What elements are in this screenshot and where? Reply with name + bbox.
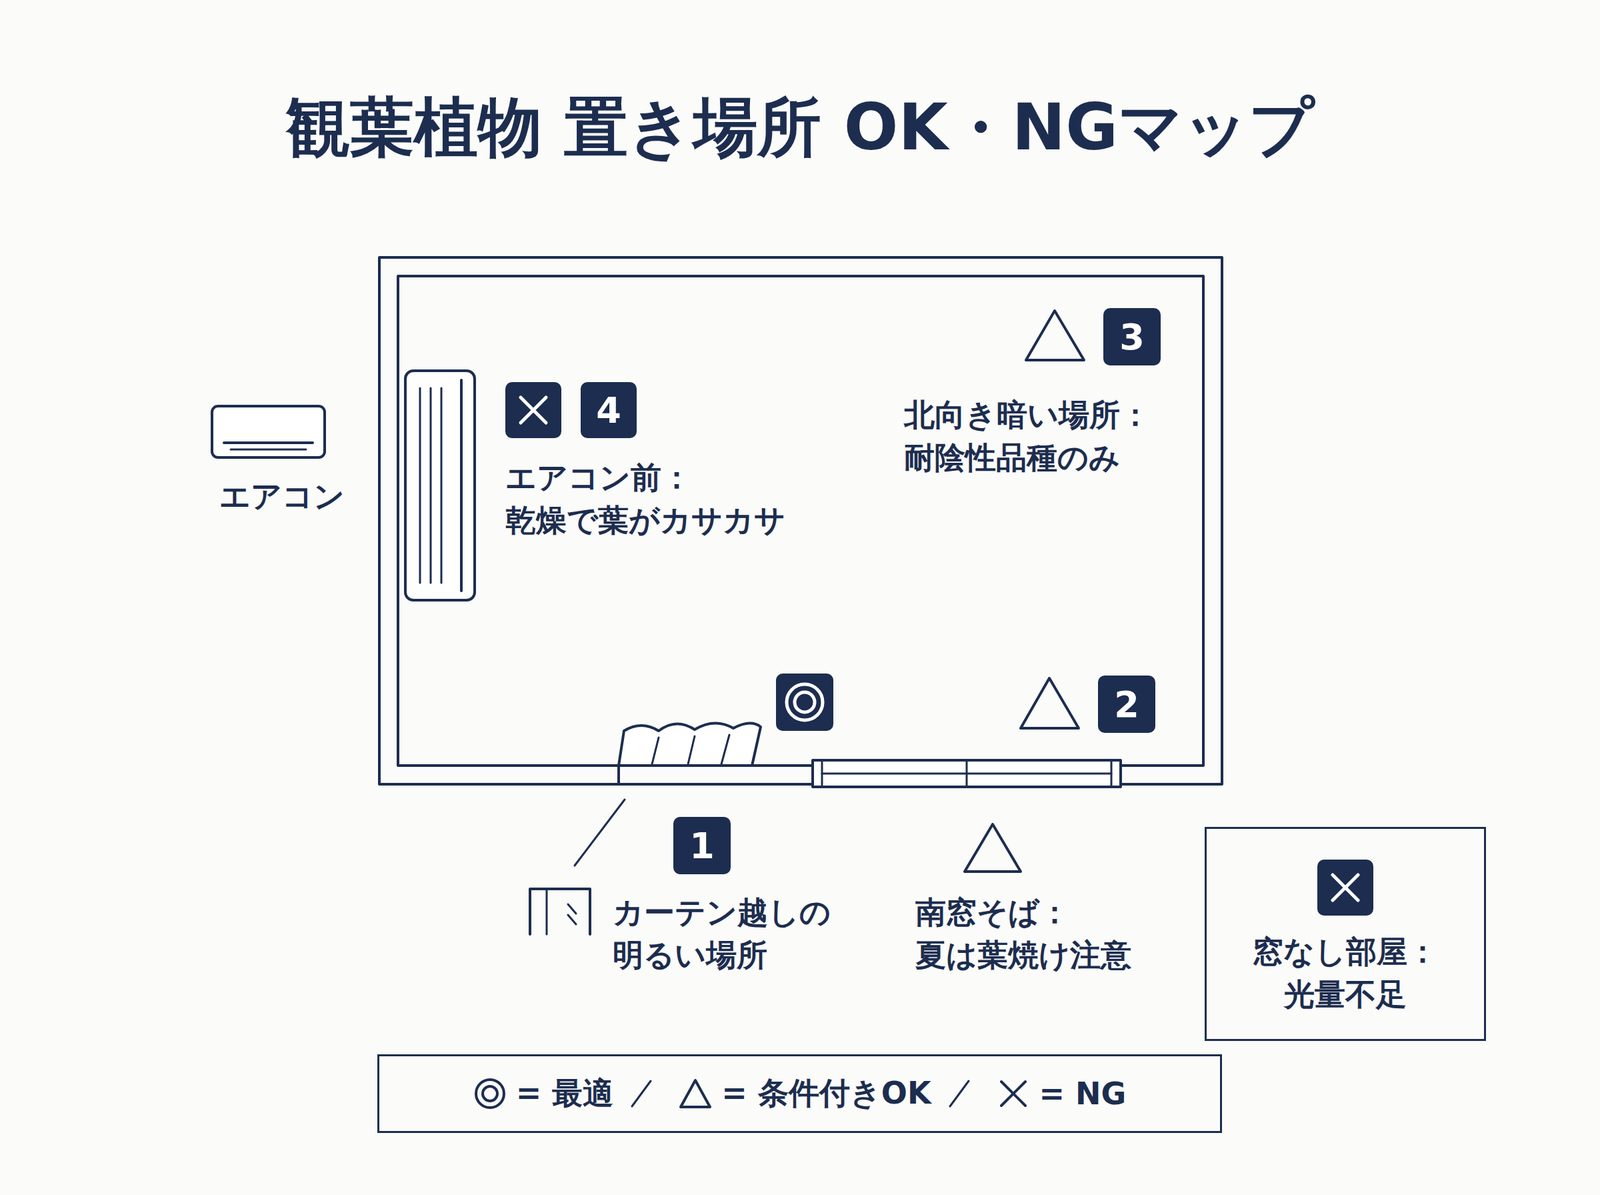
conditional-mark — [1020, 678, 1079, 728]
legend-separator — [946, 1076, 973, 1110]
title: 観葉植物 置き場所 OK・NGマップ — [0, 85, 1600, 172]
ng-mark — [1317, 859, 1374, 916]
legend-separator — [628, 1076, 655, 1110]
callout-number: 1 — [673, 816, 731, 874]
aircon-unit — [405, 370, 475, 600]
door-icon — [530, 888, 590, 934]
south-window — [812, 760, 1121, 787]
place-note: 南窓そば： 夏は葉焼け注意 — [915, 890, 1132, 977]
legend-item: = 条件付きOK — [613, 1072, 931, 1114]
room-note: 窓なし部屋： 光量不足 — [1252, 930, 1438, 1016]
room-box: 窓なし部屋： 光量不足 — [1204, 826, 1486, 1041]
legend-item: = 最適 — [473, 1072, 614, 1114]
legend: = 最適 = 条件付きOK = NG — [377, 1054, 1222, 1133]
conditional-mark — [1026, 310, 1084, 360]
callout-number: 4 — [580, 382, 637, 438]
legend-item: = NG — [931, 1075, 1127, 1112]
callout-number: 2 — [1098, 675, 1156, 733]
legend-text: = NG — [1039, 1075, 1127, 1112]
place-note: カーテン越しの 明るい場所 — [612, 890, 831, 977]
aircon-icon — [212, 406, 325, 458]
callout-number: 3 — [1103, 308, 1161, 366]
ng-mark — [505, 382, 562, 438]
best-mark — [776, 673, 834, 731]
curtain — [618, 722, 761, 784]
place-note: エアコン前： 乾燥で葉がカサカサ — [505, 456, 786, 542]
legend-symbol — [678, 1076, 712, 1110]
place-note: エアコン — [219, 474, 345, 518]
conditional-mark — [964, 824, 1021, 872]
room-outer-wall — [379, 257, 1222, 784]
room-inner-wall — [398, 276, 1204, 766]
legend-symbol — [996, 1076, 1030, 1110]
leader-line — [574, 799, 625, 866]
legend-text: = 最適 — [516, 1072, 614, 1114]
legend-symbol — [473, 1076, 507, 1110]
place-note: 北向き暗い場所： 耐陰性品種のみ — [904, 393, 1151, 480]
legend-text: = 条件付きOK — [721, 1072, 931, 1114]
